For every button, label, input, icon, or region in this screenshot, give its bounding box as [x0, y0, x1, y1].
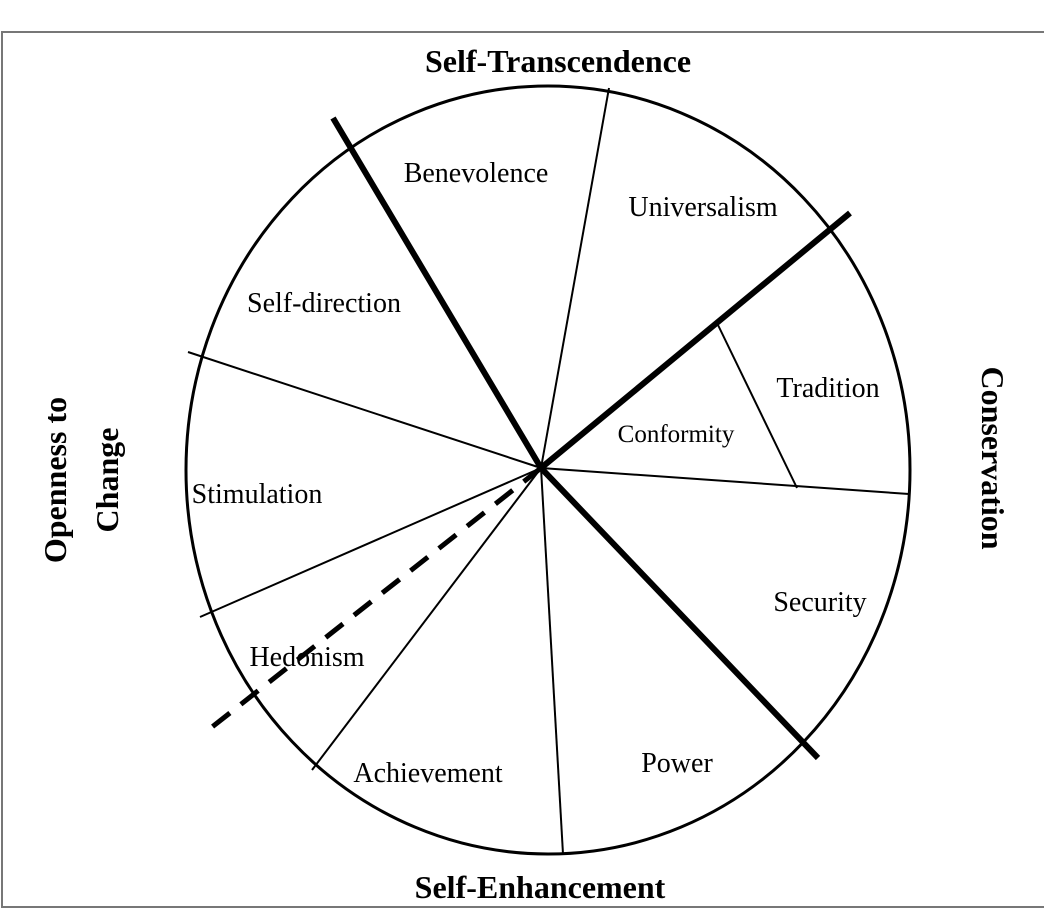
- label-tradition: Tradition: [776, 373, 879, 404]
- label-security: Security: [773, 587, 866, 618]
- divider-conformity-tradition: [717, 324, 798, 489]
- quadrant-openness-line2: Change: [89, 428, 125, 533]
- divider-transcendence-conservation: [539, 210, 852, 471]
- divider-conservation-enhancement: [538, 465, 821, 761]
- label-conformity: Conformity: [618, 421, 735, 448]
- label-stimulation: Stimulation: [192, 479, 323, 510]
- divider-openness-transcendence: [330, 116, 544, 470]
- quadrant-dividers: [330, 116, 852, 761]
- divider-benevolence-universalism: [540, 87, 610, 469]
- divider-selfdirection-stimulation: [187, 351, 542, 469]
- quadrant-self-enhancement: Self-Enhancement: [415, 869, 666, 905]
- thin-dividers: [187, 87, 910, 855]
- divider-stimulation-hedonism: [199, 467, 542, 618]
- quadrant-openness-line1: Openness to: [37, 397, 73, 563]
- quadrant-self-transcendence: Self-Transcendence: [425, 43, 691, 79]
- label-hedonism: Hedonism: [249, 642, 364, 673]
- divider-tradition-security: [540, 467, 910, 495]
- divider-achievement-power: [540, 467, 564, 855]
- label-benevolence: Benevolence: [404, 158, 549, 189]
- label-universalism: Universalism: [628, 192, 778, 223]
- quadrant-conservation: Conservation: [975, 366, 1011, 549]
- label-achievement: Achievement: [353, 758, 502, 789]
- label-power: Power: [641, 748, 713, 779]
- label-self-direction: Self-direction: [247, 288, 401, 319]
- diagram-frame: [1, 31, 1044, 908]
- values-circle: [184, 84, 912, 856]
- divider-hedonism-achievement: [311, 467, 542, 771]
